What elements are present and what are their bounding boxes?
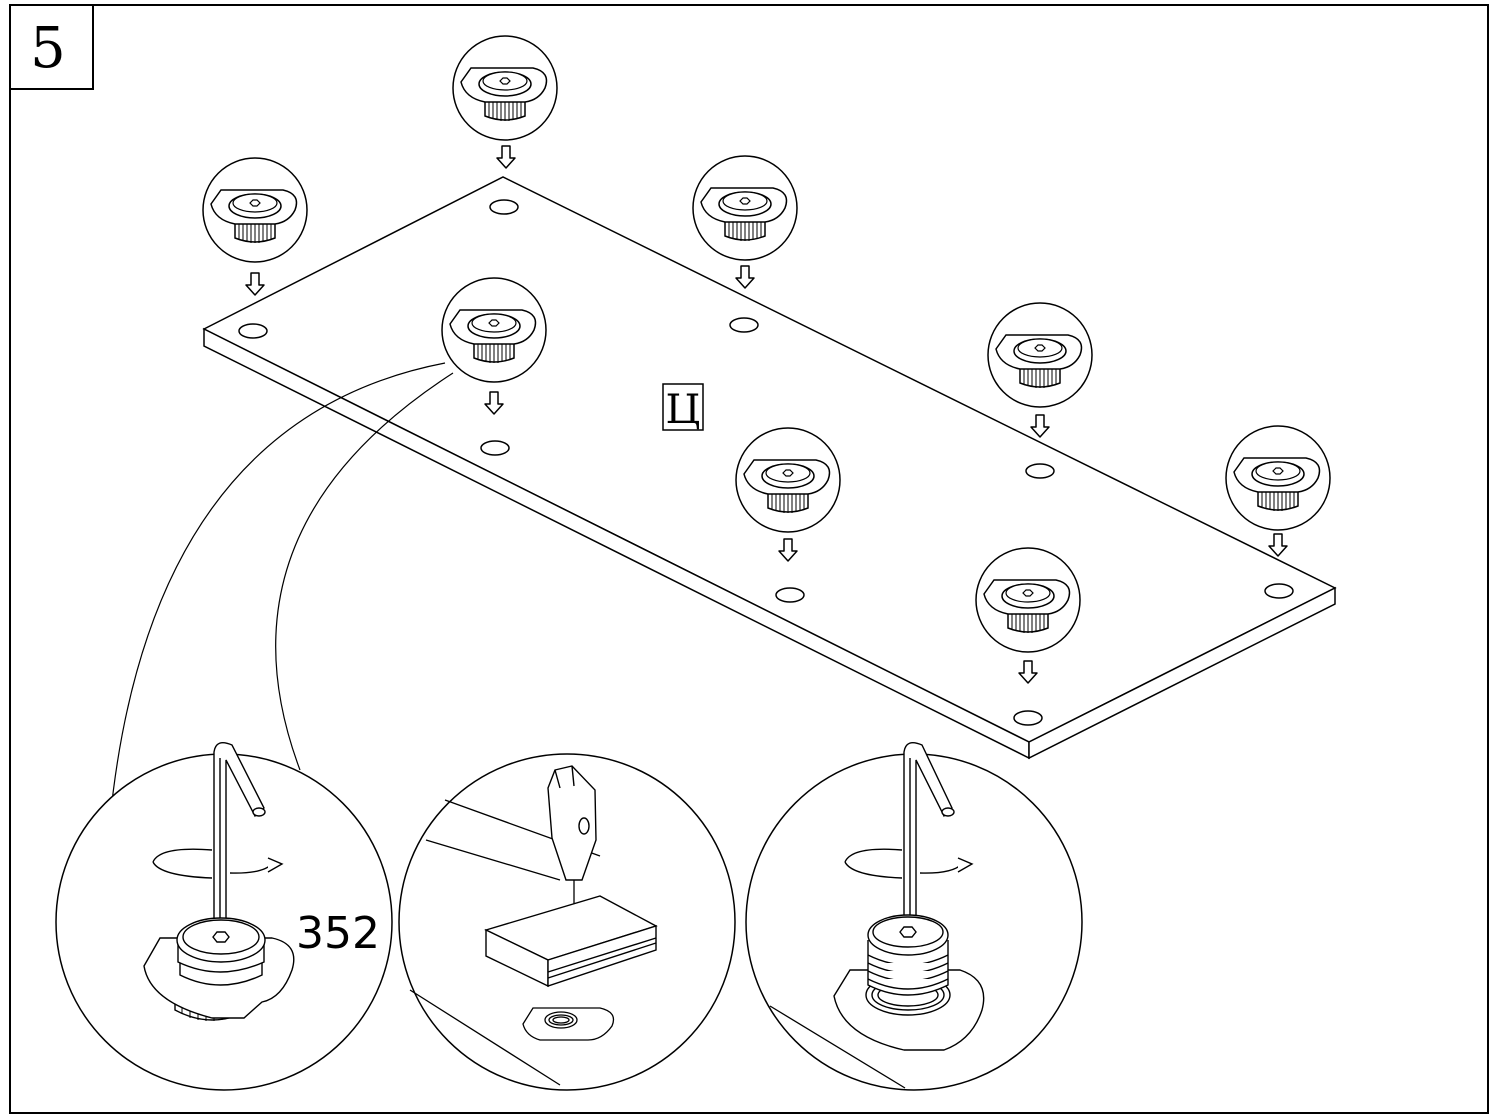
panel-label-text: Ц	[666, 387, 701, 433]
eccentric-nut-insert-icon	[735, 427, 841, 533]
down-arrow-icon	[735, 265, 755, 289]
insert-callout-5	[987, 302, 1093, 408]
detail-hammer-insert	[398, 753, 736, 1091]
insert-callout-2	[202, 157, 308, 263]
eccentric-nut-insert-icon	[987, 302, 1093, 408]
wood-block-icon	[484, 895, 658, 988]
down-arrow-icon	[1030, 414, 1050, 438]
hole	[238, 323, 268, 339]
eccentric-nut-insert-icon	[692, 155, 798, 261]
down-arrow-icon	[496, 145, 516, 169]
hole	[1013, 710, 1043, 726]
insert-callout-8	[975, 547, 1081, 653]
hex-key-icon	[213, 742, 266, 926]
panel-holes	[238, 199, 1294, 726]
insert-callout-3	[692, 155, 798, 261]
eccentric-nut-insert-icon	[1225, 425, 1331, 531]
hex-key-icon	[903, 742, 955, 926]
hole	[1264, 583, 1294, 599]
panel-label: Ц	[662, 383, 704, 433]
insert-callout-1	[452, 35, 558, 141]
down-arrow-icon	[245, 272, 265, 296]
eccentric-nut-insert-icon	[452, 35, 558, 141]
part-number-label: 352	[296, 908, 380, 959]
sheet-frame	[9, 4, 1489, 1114]
callout-line	[275, 372, 454, 771]
threaded-insert-icon	[522, 1007, 615, 1041]
step-number: 5	[30, 16, 66, 81]
hole	[1025, 463, 1055, 479]
hole	[729, 317, 759, 333]
insert-callout-7	[1225, 425, 1331, 531]
rotation-arrow-icon	[844, 848, 974, 879]
callout-line	[109, 362, 446, 821]
step-number-box: 5	[9, 4, 94, 90]
hammer-icon	[547, 765, 597, 881]
rotation-arrow-icon	[152, 848, 284, 879]
hole	[775, 587, 805, 603]
hole	[480, 440, 510, 456]
hole	[489, 199, 519, 215]
down-arrow-icon	[1268, 533, 1288, 557]
detail-tighten-screw	[745, 742, 1083, 1091]
insert-callout-4	[441, 277, 547, 383]
threaded-insert-icon	[833, 914, 985, 1051]
eccentric-nut-insert-icon	[441, 277, 547, 383]
eccentric-nut-insert-icon	[975, 547, 1081, 653]
insert-callout-6	[735, 427, 841, 533]
threaded-insert-icon	[143, 917, 295, 1021]
eccentric-nut-insert-icon	[202, 157, 308, 263]
detail-install-insert: 352	[55, 742, 393, 1091]
